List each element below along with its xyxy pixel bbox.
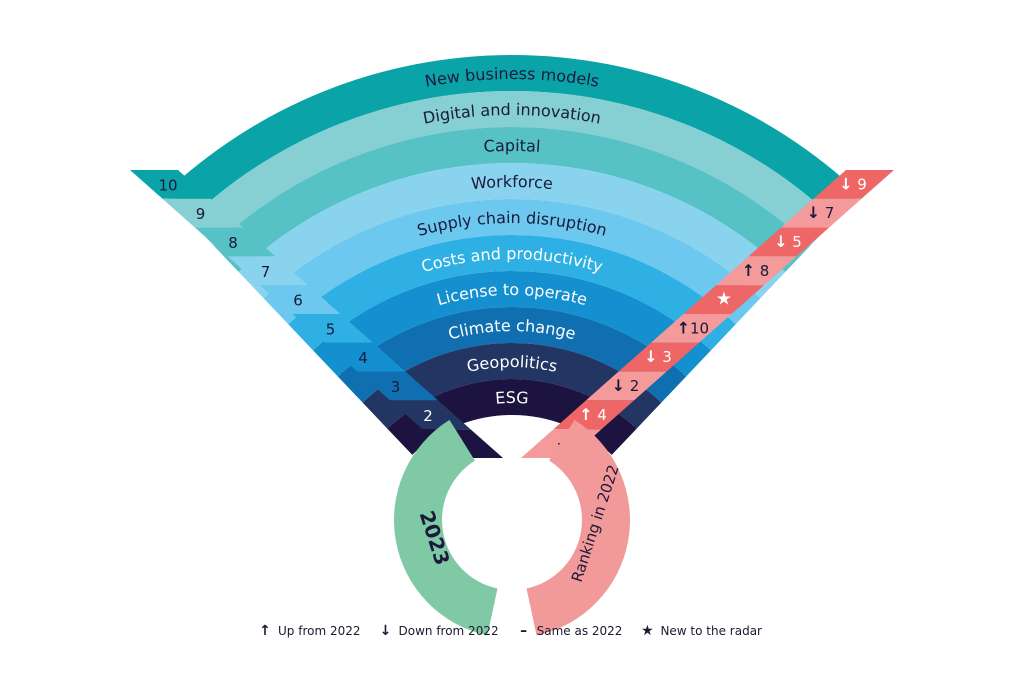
legend-label: Up from 2022 (278, 624, 361, 638)
left-rank-cell: 7 (227, 256, 308, 286)
band-label: Workforce (470, 172, 553, 193)
right-rank-cell: ↓3 (618, 342, 699, 372)
right-rank-label: 2 (630, 377, 640, 395)
band-shape (386, 379, 638, 456)
right-rank-shape (586, 371, 667, 401)
star-icon: ★ (716, 289, 732, 310)
band-2: Geopolitics (361, 343, 663, 430)
legend-item-up: ↑ Up from 2022 (258, 623, 361, 639)
legend-label: New to the radar (660, 624, 762, 638)
band-shape (261, 199, 763, 327)
band-3: Climate change (336, 306, 688, 404)
right-rank-cell: ↑10 (651, 314, 732, 343)
legend: ↑ Up from 2022 ↓ Down from 2022 – Same a… (258, 623, 762, 639)
left-rank-cell: 4 (325, 342, 406, 372)
band-shape (336, 306, 688, 404)
right-rank-shape (748, 227, 829, 257)
up-arrow-icon: ↑ (579, 405, 592, 424)
legend-label: Same as 2022 (536, 624, 623, 638)
left-rank-cell: 6 (260, 285, 341, 314)
left-rank-cell: 3 (357, 371, 438, 401)
down-arrow-icon: ↓ (644, 347, 657, 366)
arc-2023-shape (394, 419, 498, 636)
band-label: Capital (483, 136, 541, 156)
right-rank-shape (618, 342, 699, 372)
right-rank-shape (813, 170, 894, 199)
legend-label: Down from 2022 (398, 624, 499, 638)
right-rank-label: 7 (825, 204, 835, 222)
band-7: Workforce (236, 163, 788, 301)
left-rank-label: 7 (261, 263, 271, 281)
right-rank-label: 8 (760, 262, 770, 280)
left-rank-shape (260, 285, 341, 314)
legend-item-down: ↓ Down from 2022 (379, 623, 499, 639)
right-rank-label: 10 (690, 319, 709, 337)
left-rank-label: 9 (196, 205, 206, 223)
band-shape (211, 127, 813, 275)
right-rank-label: 9 (857, 175, 867, 193)
left-rank-label: 6 (293, 292, 303, 310)
down-arrow-icon: ↓ (612, 376, 625, 395)
right-rank-label: 4 (597, 406, 607, 424)
left-rank-shape (292, 314, 373, 343)
arc-2022-shape (526, 419, 630, 636)
band-shape (236, 163, 788, 301)
up-arrow-icon: ↑ (742, 261, 755, 280)
band-9: Digital and innovation (186, 90, 838, 249)
left-rank-shape (195, 227, 276, 257)
left-rank-shape (357, 371, 438, 401)
band-6: Supply chain disruption (261, 199, 763, 327)
right-rank-cell: ↓2 (586, 371, 667, 401)
left-rank-shape (325, 342, 406, 372)
right-rank-label: 5 (792, 233, 802, 251)
band-shape (361, 343, 663, 430)
left-rank-shape (162, 198, 243, 228)
band-5: Costs and productivity (286, 235, 738, 353)
left-rank-label: 2 (423, 407, 433, 425)
left-rank-shape (227, 256, 308, 286)
band-label: ESG (495, 388, 530, 408)
left-rank-label: 8 (228, 234, 238, 252)
legend-item-same: – Same as 2022 (517, 623, 623, 639)
down-arrow-icon: ↓ (379, 623, 392, 639)
left-rank-label: 4 (358, 349, 368, 367)
right-rank-shape (651, 314, 732, 343)
legend-item-new: ★ New to the radar (640, 623, 762, 639)
band-shape (161, 54, 863, 223)
star-icon: ★ (641, 623, 654, 639)
right-rank-cell: ↓5 (748, 227, 829, 257)
right-rank-cell: ★ (683, 285, 764, 314)
left-rank-cell: 10 (130, 170, 211, 199)
left-rank-shape (130, 170, 211, 199)
band-4: License to operate (311, 270, 713, 379)
left-rank-label: 5 (326, 320, 336, 338)
dash-icon: – (520, 623, 528, 639)
band-shape (311, 270, 713, 379)
band-10: New business models (161, 54, 863, 223)
band-1: ESG (386, 379, 638, 456)
right-rank-cell: ↑8 (716, 256, 797, 286)
right-rank-cell: ↓7 (781, 198, 862, 228)
right-rank-shape (683, 285, 764, 314)
right-rank-shape (716, 256, 797, 286)
band-8: Capital (211, 127, 813, 275)
left-rank-cell: 9 (162, 198, 243, 228)
left-rank-cell: 5 (292, 314, 373, 343)
right-rank-cell: ↓9 (813, 170, 894, 199)
left-rank-label: 3 (391, 378, 401, 396)
right-rank-label: 3 (662, 348, 672, 366)
band-shape (286, 235, 738, 353)
left-rank-label: 10 (158, 176, 177, 194)
down-arrow-icon: ↓ (839, 174, 852, 193)
down-arrow-icon: ↓ (807, 203, 820, 222)
down-arrow-icon: ↓ (774, 232, 787, 251)
band-shape (186, 90, 838, 249)
up-arrow-icon: ↑ (677, 318, 690, 337)
up-arrow-icon: ↑ (259, 623, 271, 639)
left-rank-cell: 8 (195, 227, 276, 257)
right-rank-shape (781, 198, 862, 228)
